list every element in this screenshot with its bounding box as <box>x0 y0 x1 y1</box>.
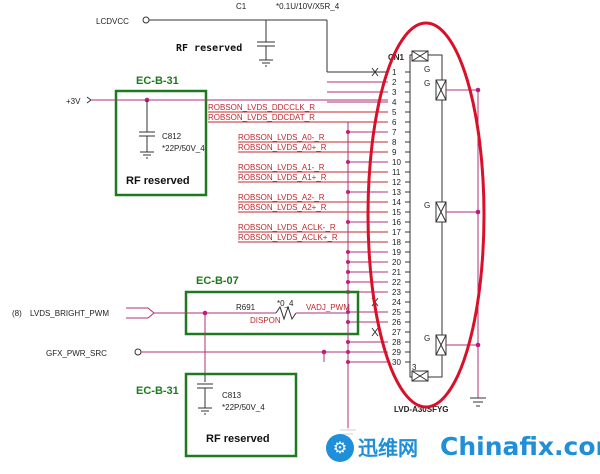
rail-junction-1 <box>475 87 481 93</box>
cn1-end-tab-cross <box>411 370 429 382</box>
watermark-backdrop <box>322 428 600 474</box>
lvds-signal-label: ROBSON_LVDS_ACLK+_R <box>238 233 338 242</box>
cn1-g-label: G <box>424 79 430 88</box>
c812-ref-label: C812 <box>162 132 182 141</box>
cn1-pin-number: 3 <box>392 88 397 97</box>
lvds-signal-label: ROBSON_LVDS_A2-_R <box>238 193 325 202</box>
cn1-pin-number: 10 <box>392 158 401 167</box>
cn1-pin-number: 6 <box>392 118 397 127</box>
cn1-ref-label: CN1 <box>388 53 405 62</box>
cn1-part-label: LVD-A30SFYG <box>394 405 449 414</box>
cn1-pin-number: 15 <box>392 208 401 217</box>
group3-rf-note: RF reserved <box>206 433 270 445</box>
bright-pwm-port-icon <box>126 307 155 319</box>
cn1-pin-number: 2 <box>392 78 397 87</box>
lcdvcc-terminal <box>142 16 150 24</box>
gfx-pwr-terminal <box>134 348 142 356</box>
cn1-pin-number: 8 <box>392 138 397 147</box>
cn1-pin-number: 26 <box>392 318 401 327</box>
group3-box <box>184 372 298 458</box>
cn1-pins: 1234567891011121314151617181920212223242… <box>392 68 410 367</box>
group1-box <box>114 89 208 197</box>
dispon-net-label: DISPON <box>250 316 281 325</box>
cn1-ground-tab-cross <box>435 201 447 223</box>
lvds-signal-label: ROBSON_LVDS_ACLK-_R <box>238 223 336 232</box>
watermark-en: Chinafix.com <box>440 432 600 461</box>
group1-rf-note: RF reserved <box>126 175 190 187</box>
c812-value-label: *22P/50V_4 <box>162 144 205 153</box>
cn1-pin-number: 16 <box>392 218 401 227</box>
cn1-pin-number: 14 <box>392 198 401 207</box>
cn1-pin-number: 5 <box>392 108 397 117</box>
group1-tag: EC-B-31 <box>136 75 179 87</box>
lvds-signal-label: ROBSON_LVDS_A1+_R <box>238 173 327 182</box>
lvds-signal-label: ROBSON_LVDS_A0-_R <box>238 133 325 142</box>
c1-rf-note: RF reserved <box>176 43 242 54</box>
cn1-top-g-label: G <box>424 65 430 74</box>
cn1-ground-tab-cross <box>435 79 447 101</box>
cn1-pin-number: 20 <box>392 258 401 267</box>
cn1-g-label: G <box>424 334 430 343</box>
lcdvcc-label: LCDVCC <box>96 17 129 26</box>
cn1-pin-number: 28 <box>392 338 401 347</box>
cn1-pin-number: 29 <box>392 348 401 357</box>
cn1-ground-tab-cross <box>435 334 447 356</box>
lvds-signal-label: ROBSON_LVDS_A0+_R <box>238 143 327 152</box>
c1-ground-icon <box>259 59 273 67</box>
rail-junction-2 <box>475 209 481 215</box>
cn1-g-label: G <box>424 201 430 210</box>
bright-ref-label: (8) <box>12 309 22 318</box>
cn1-pin-number: 11 <box>392 168 401 177</box>
right-ground-icon <box>470 397 486 407</box>
cn1-pin-number: 9 <box>392 148 397 157</box>
vadj-net-label: VADJ_PWM <box>306 303 350 312</box>
r691-value-label: *0_4 <box>277 299 294 308</box>
watermark-cn: 迅维网 <box>358 436 418 460</box>
group2-tag: EC-B-07 <box>196 275 239 287</box>
cn1-end-tab-cross <box>411 50 429 62</box>
cn1-pin-number: 4 <box>392 98 397 107</box>
cn1-pin-number: 23 <box>392 288 401 297</box>
tech-logo-icon: ⚙ <box>326 434 354 462</box>
pin1-nc-mark-icon <box>371 67 379 77</box>
c813-value-label: *22P/50V_4 <box>222 403 265 412</box>
c1-ref-label: C1 <box>236 2 247 11</box>
c1-value-label: *0.1U/10V/X5R_4 <box>276 2 340 11</box>
lvds-signal-wires: ROBSON_LVDS_DDCCLK_RROBSON_LVDS_DDCDAT_R… <box>208 81 388 364</box>
lvds-signal-label: ROBSON_LVDS_DDCCLK_R <box>208 103 315 112</box>
r691-ref-label: R691 <box>236 303 256 312</box>
connector-highlight <box>366 21 486 409</box>
r691-resistor-icon <box>275 305 297 321</box>
cn1-pin-number: 21 <box>392 268 401 277</box>
lvds-signal-label: ROBSON_LVDS_A1-_R <box>238 163 325 172</box>
cn1-pin-number: 27 <box>392 328 401 337</box>
gfx-pwr-label: GFX_PWR_SRC <box>46 349 107 358</box>
rail-junction-3 <box>475 342 481 348</box>
c813-ref-label: C813 <box>222 391 242 400</box>
c812-ground-icon <box>140 151 154 159</box>
cn1-pin-number: 25 <box>392 308 401 317</box>
cn1-pin-number: 22 <box>392 278 401 287</box>
v3-arrow-icon <box>86 96 92 104</box>
nc-mark-icon <box>371 327 379 337</box>
cn1-pin-number: 19 <box>392 248 401 257</box>
cn1-pin-number: 13 <box>392 188 401 197</box>
cn1-pin-number: 12 <box>392 178 401 187</box>
lvds-signal-label: ROBSON_LVDS_A2+_R <box>238 203 327 212</box>
cn1-pin-number: 18 <box>392 238 401 247</box>
c813-ground-icon <box>198 407 212 415</box>
lvds-signal-label: ROBSON_LVDS_DDCDAT_R <box>208 113 315 122</box>
cn1-bottom-tab-label: 3 <box>412 363 417 372</box>
group3-tag: EC-B-31 <box>136 385 179 397</box>
cn1-pin-number: 30 <box>392 358 401 367</box>
v3-label: +3V <box>66 97 81 106</box>
cn1-pin-number: 1 <box>392 68 397 77</box>
cn1-pin-number: 17 <box>392 228 401 237</box>
bright-pwm-label: LVDS_BRIGHT_PWM <box>30 309 109 318</box>
cn1-pin-number: 7 <box>392 128 397 137</box>
cn1-pin-number: 24 <box>392 298 401 307</box>
